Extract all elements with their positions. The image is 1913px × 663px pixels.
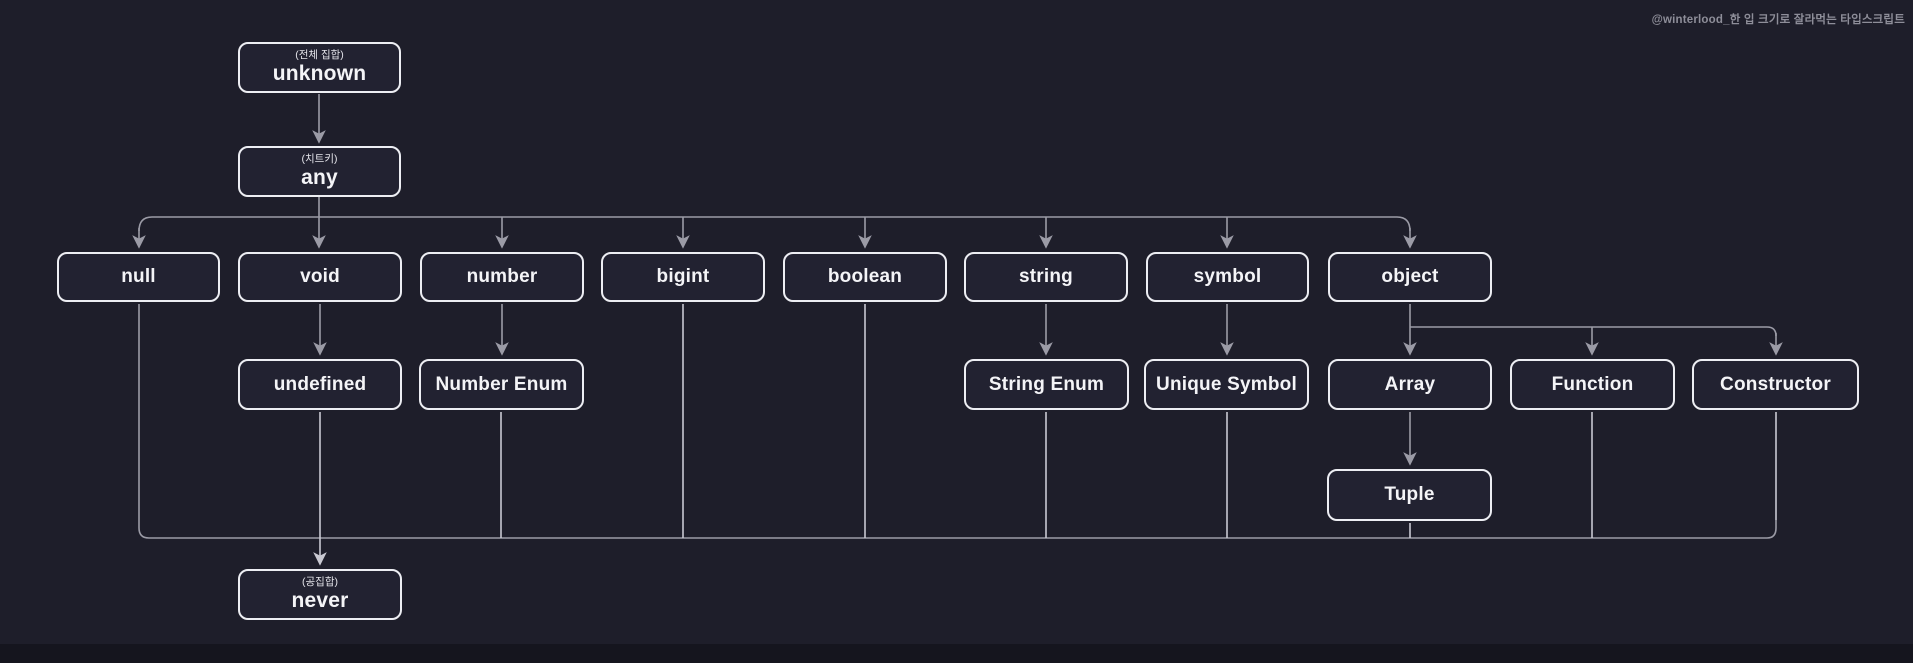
node-number: number xyxy=(420,252,584,302)
node-number-enum-label: Number Enum xyxy=(435,373,568,395)
node-never-annotation: (공집합) xyxy=(302,576,338,589)
node-bigint: bigint xyxy=(601,252,765,302)
node-string-enum: String Enum xyxy=(964,359,1129,410)
node-never: (공집합) never xyxy=(238,569,402,620)
node-undefined: undefined xyxy=(238,359,402,410)
node-string: string xyxy=(964,252,1128,302)
node-symbol: symbol xyxy=(1146,252,1309,302)
node-array-label: Array xyxy=(1384,373,1436,395)
node-bigint-label: bigint xyxy=(656,266,710,288)
node-number-enum: Number Enum xyxy=(419,359,584,410)
node-tuple: Tuple xyxy=(1327,469,1492,521)
node-unique-symbol: Unique Symbol xyxy=(1144,359,1309,410)
node-function-label: Function xyxy=(1551,373,1634,395)
node-unknown-annotation: (전체 집합) xyxy=(295,49,344,62)
node-void: void xyxy=(238,252,402,302)
node-constructor-label: Constructor xyxy=(1720,373,1831,395)
node-unique-symbol-label: Unique Symbol xyxy=(1156,373,1297,395)
node-string-label: string xyxy=(1019,266,1073,288)
node-undefined-label: undefined xyxy=(273,373,367,395)
node-object-label: object xyxy=(1381,266,1439,288)
node-null: null xyxy=(57,252,220,302)
node-null-label: null xyxy=(121,266,156,288)
node-any: (치트키) any xyxy=(238,146,401,197)
bottom-border-strip xyxy=(0,644,1913,663)
node-tuple-label: Tuple xyxy=(1384,484,1435,506)
node-string-enum-label: String Enum xyxy=(988,373,1105,395)
node-any-label: any xyxy=(301,165,338,189)
node-boolean: boolean xyxy=(783,252,947,302)
node-symbol-label: symbol xyxy=(1193,266,1262,288)
node-array: Array xyxy=(1328,359,1492,410)
node-constructor: Constructor xyxy=(1692,359,1859,410)
node-unknown: (전체 집합) unknown xyxy=(238,42,401,93)
node-object: object xyxy=(1328,252,1492,302)
node-any-annotation: (치트키) xyxy=(301,153,338,166)
node-never-label: never xyxy=(291,588,349,612)
node-number-label: number xyxy=(466,266,538,288)
node-unknown-label: unknown xyxy=(272,61,367,85)
node-boolean-label: boolean xyxy=(827,266,903,288)
node-void-label: void xyxy=(300,266,340,288)
watermark-caption: @winterlood_한 입 크기로 잘라먹는 타입스크립트 xyxy=(1651,14,1905,26)
node-function: Function xyxy=(1510,359,1675,410)
